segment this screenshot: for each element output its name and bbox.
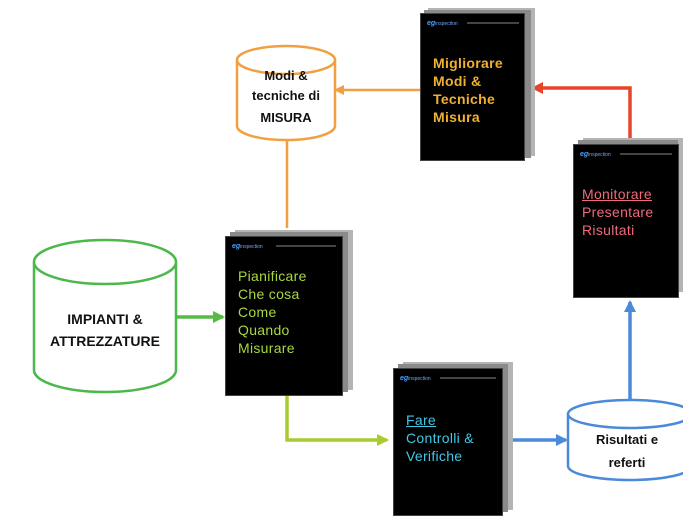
- cylinder-modi-line-2: tecniche di: [252, 88, 320, 103]
- cylinder-risultati-line-2: referti: [609, 455, 646, 470]
- card-pianificare-logo: eginspection: [232, 243, 263, 250]
- card-migliorare-text: Migliorare Modi & Tecniche Misura: [433, 54, 503, 126]
- card-monitorare-line-2: Presentare: [582, 204, 654, 220]
- card-migliorare-screen: eginspection Migliorare Modi & Tecniche …: [420, 13, 525, 161]
- card-fare: eginspection Fare Controlli & Verifiche: [393, 362, 513, 516]
- cylinder-modi-tecniche: Modi & tecniche di MISURA: [235, 44, 337, 142]
- card-monitorare-line-1: Monitorare: [582, 186, 652, 202]
- card-fare-line-3: Verifiche: [406, 448, 463, 464]
- card-pianificare: eginspection Pianificare Che cosa Come Q…: [225, 230, 353, 396]
- card-migliorare-line-4: Misura: [433, 109, 480, 125]
- card-pianificare-text: Pianificare Che cosa Come Quando Misurar…: [238, 267, 307, 357]
- card-fare-text: Fare Controlli & Verifiche: [406, 411, 474, 465]
- card-pianificare-line-1: Pianificare: [238, 268, 307, 284]
- card-migliorare: eginspection Migliorare Modi & Tecniche …: [420, 8, 535, 161]
- cylinder-impianti-line-1: IMPIANTI &: [67, 311, 142, 327]
- card-fare-screen: eginspection Fare Controlli & Verifiche: [393, 368, 503, 516]
- cylinder-impianti-line-2: ATTREZZATURE: [50, 333, 160, 349]
- cylinder-modi-line-1: Modi &: [264, 68, 307, 83]
- card-migliorare-line-3: Tecniche: [433, 91, 496, 107]
- cylinder-modi-line-3: MISURA: [260, 110, 312, 125]
- card-migliorare-line-2: Modi &: [433, 73, 482, 89]
- arrow-monitorare-to-migliorare: [531, 82, 632, 140]
- card-fare-line-1: Fare: [406, 412, 436, 428]
- arrow-pianificare-to-fare: [285, 395, 389, 446]
- card-migliorare-logo: eginspection: [427, 20, 458, 27]
- card-pianificare-line-4: Quando: [238, 322, 290, 338]
- card-pianificare-line-5: Misurare: [238, 340, 295, 356]
- card-monitorare-line-3: Risultati: [582, 222, 635, 238]
- card-pianificare-line-2: Che cosa: [238, 286, 300, 302]
- card-monitorare-logo: eginspection: [580, 151, 611, 158]
- cylinder-risultati-line-1: Risultati e: [596, 432, 658, 447]
- cylinder-impianti: IMPIANTI & ATTREZZATURE: [32, 238, 178, 394]
- card-monitorare-screen: eginspection Monitorare Presentare Risul…: [573, 144, 679, 298]
- card-fare-logo: eginspection: [400, 375, 431, 382]
- cylinder-risultati: Risultati e referti: [566, 398, 683, 482]
- card-migliorare-line-1: Migliorare: [433, 55, 503, 71]
- card-monitorare-text: Monitorare Presentare Risultati: [582, 185, 653, 239]
- card-monitorare: eginspection Monitorare Presentare Risul…: [573, 138, 683, 298]
- card-fare-line-2: Controlli &: [406, 430, 474, 446]
- card-pianificare-line-3: Come: [238, 304, 277, 320]
- card-pianificare-screen: eginspection Pianificare Che cosa Come Q…: [225, 236, 343, 396]
